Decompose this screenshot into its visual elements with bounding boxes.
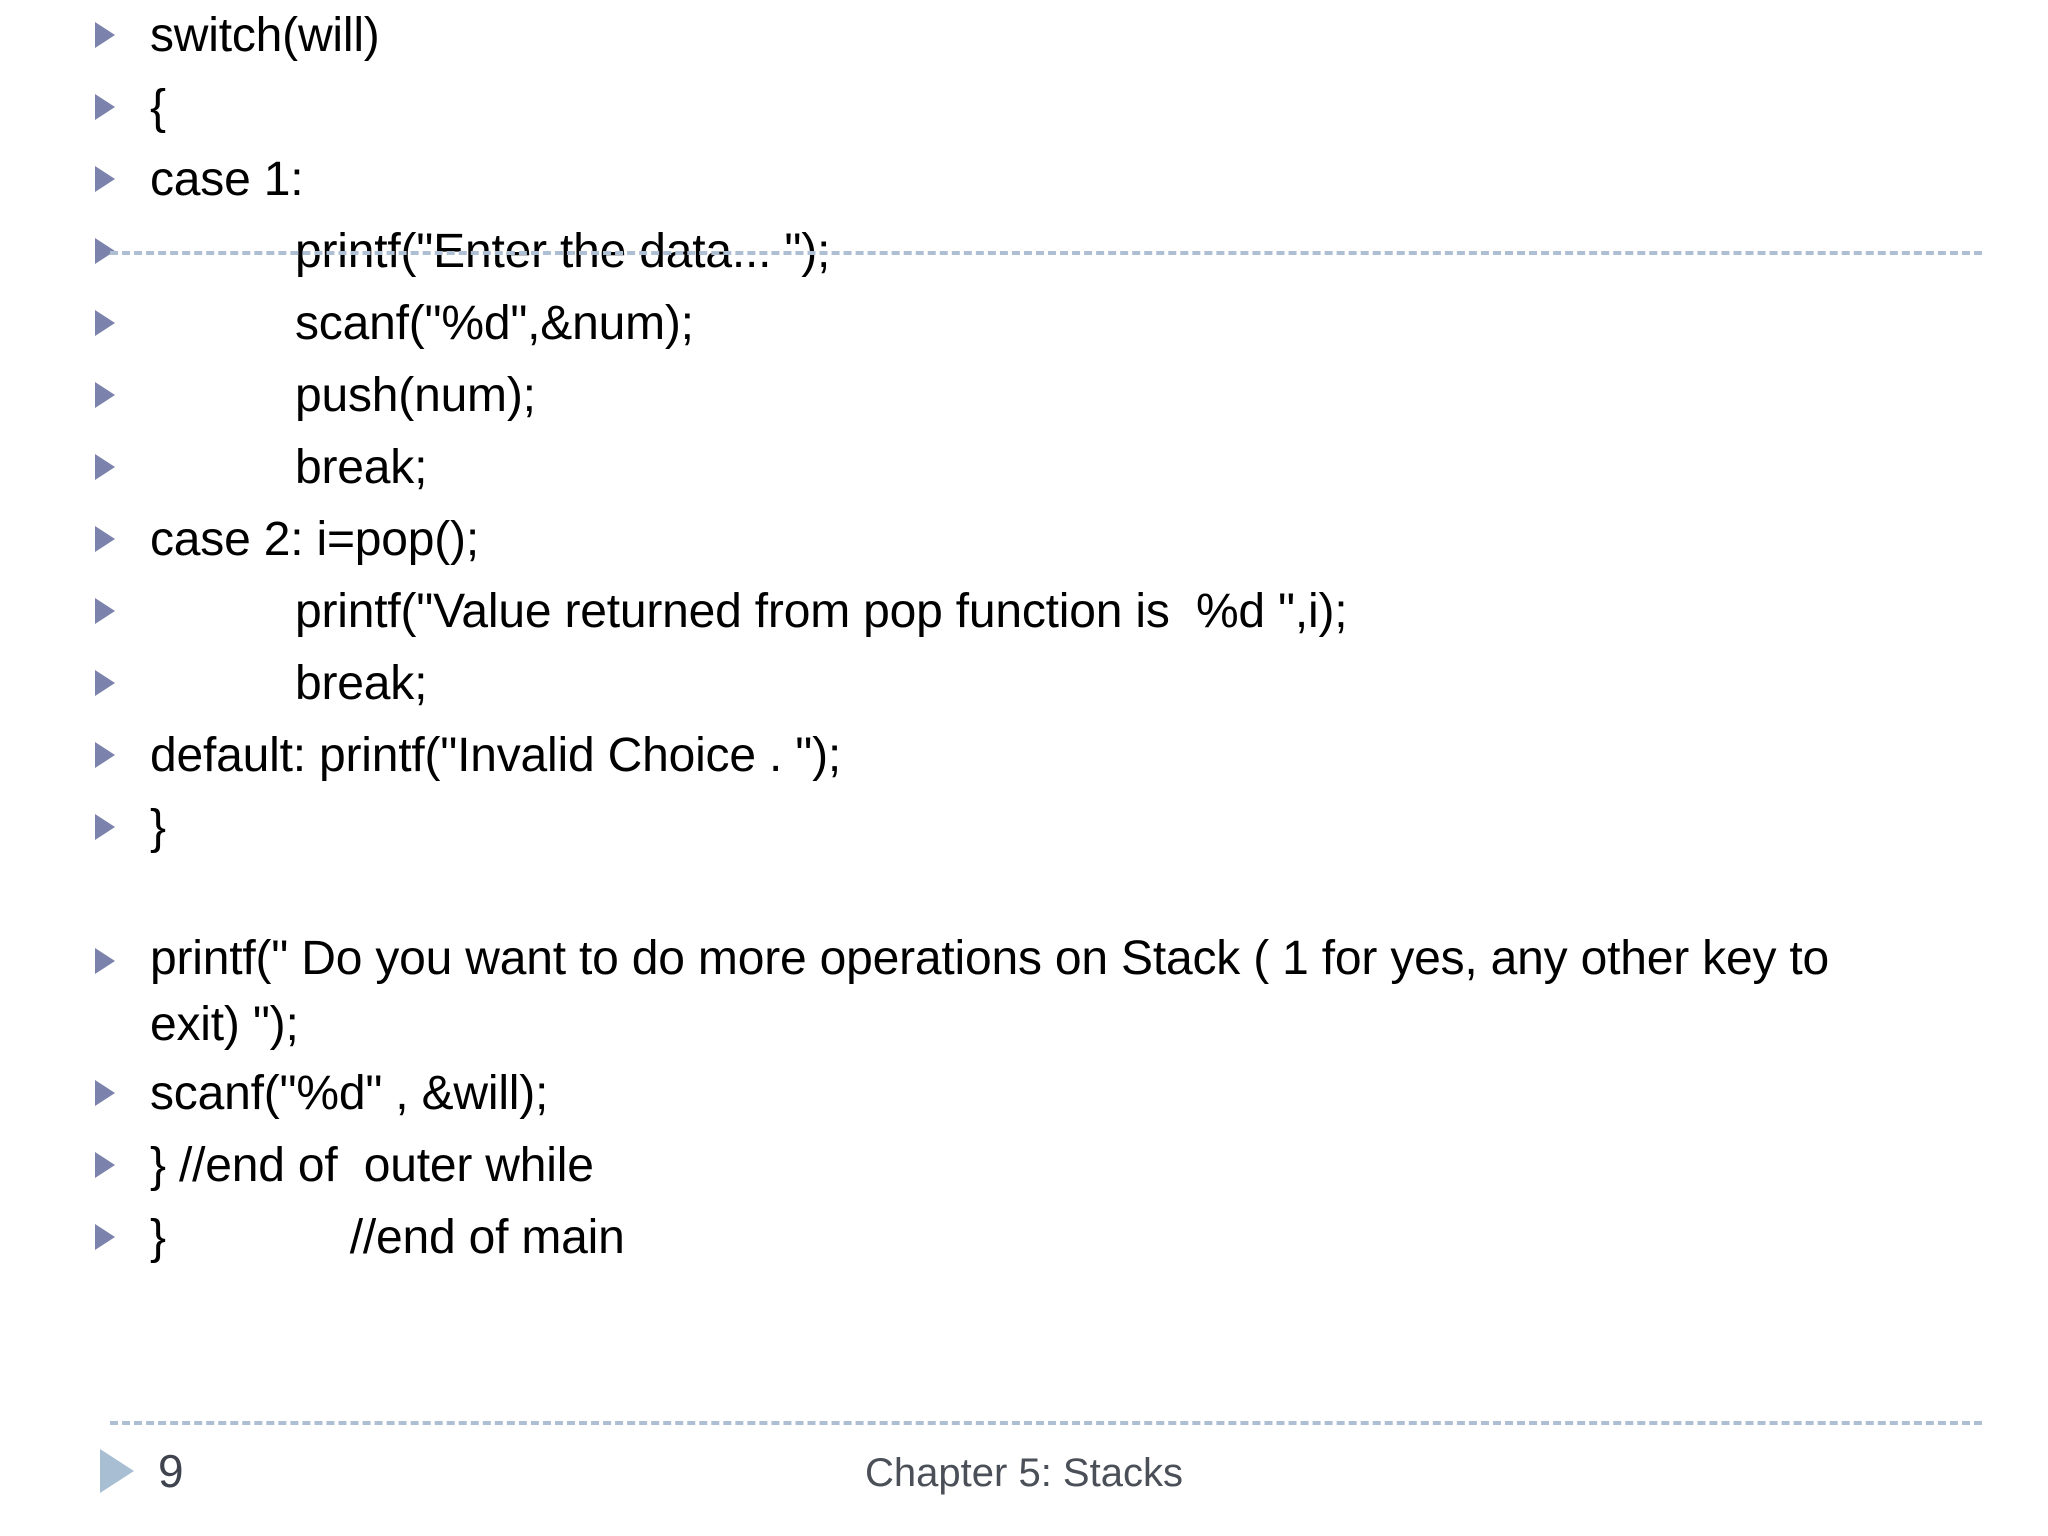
code-line-text: { — [150, 81, 166, 134]
code-line: printf(" Do you want to do more operatio… — [0, 926, 2048, 1058]
code-line: default: printf("Invalid Choice . "); — [0, 720, 2048, 792]
triangle-bullet-icon — [95, 742, 115, 768]
code-line-text: case 1: — [150, 153, 304, 206]
code-line: { — [0, 72, 2048, 144]
code-line-text: printf(" Do you want to do more operatio… — [150, 932, 1843, 1051]
slide-footer: 9 Chapter 5: Stacks — [0, 1421, 2048, 1536]
code-line: break; — [0, 432, 2048, 504]
code-line-text: scanf("%d",&num); — [295, 297, 694, 350]
triangle-bullet-icon — [95, 22, 115, 48]
code-line: push(num); — [0, 360, 2048, 432]
triangle-bullet-icon — [95, 598, 115, 624]
code-line: scanf("%d",&num); — [0, 288, 2048, 360]
code-line: } //end of main — [0, 1202, 2048, 1274]
code-line-text: break; — [295, 441, 428, 494]
code-line-text: break; — [295, 657, 428, 710]
triangle-bullet-icon — [95, 1080, 115, 1106]
footer-chapter-title: Chapter 5: Stacks — [865, 1451, 1183, 1495]
code-line-text: printf("Value returned from pop function… — [295, 585, 1348, 638]
triangle-bullet-icon — [95, 1224, 115, 1250]
slide-content-area: switch(will) { case 1: printf("Enter the… — [0, 0, 2048, 1274]
code-line-text: scanf("%d" , &will); — [150, 1067, 549, 1120]
triangle-bullet-icon — [95, 238, 115, 264]
triangle-bullet-icon — [95, 814, 115, 840]
triangle-bullet-icon — [95, 166, 115, 192]
triangle-marker-icon — [100, 1449, 134, 1493]
code-line: break; — [0, 648, 2048, 720]
code-line-text: } //end of main — [150, 1211, 625, 1264]
decorative-dashed-rule-top — [110, 251, 1982, 255]
footer-dashed-rule — [110, 1421, 1982, 1425]
page-number: 9 — [158, 1445, 184, 1497]
code-line-text: } //end of outer while — [150, 1139, 594, 1192]
triangle-bullet-icon — [95, 670, 115, 696]
triangle-bullet-icon — [95, 454, 115, 480]
triangle-bullet-icon — [95, 948, 115, 974]
triangle-bullet-icon — [95, 526, 115, 552]
code-line-text: case 2: i=pop(); — [150, 513, 479, 566]
blank-line — [0, 864, 2048, 926]
code-line: case 2: i=pop(); — [0, 504, 2048, 576]
triangle-bullet-icon — [95, 94, 115, 120]
triangle-bullet-icon — [95, 1152, 115, 1178]
code-line: case 1: — [0, 144, 2048, 216]
triangle-bullet-icon — [95, 382, 115, 408]
code-line: scanf("%d" , &will); — [0, 1058, 2048, 1130]
code-line-text: push(num); — [295, 369, 536, 422]
triangle-bullet-icon — [95, 310, 115, 336]
code-line: } — [0, 792, 2048, 864]
code-line: printf("Value returned from pop function… — [0, 576, 2048, 648]
code-line-text: } — [150, 801, 166, 854]
code-line-text: default: printf("Invalid Choice . "); — [150, 729, 841, 782]
code-line: switch(will) — [0, 0, 2048, 72]
code-line: } //end of outer while — [0, 1130, 2048, 1202]
code-line-text: switch(will) — [150, 9, 380, 62]
